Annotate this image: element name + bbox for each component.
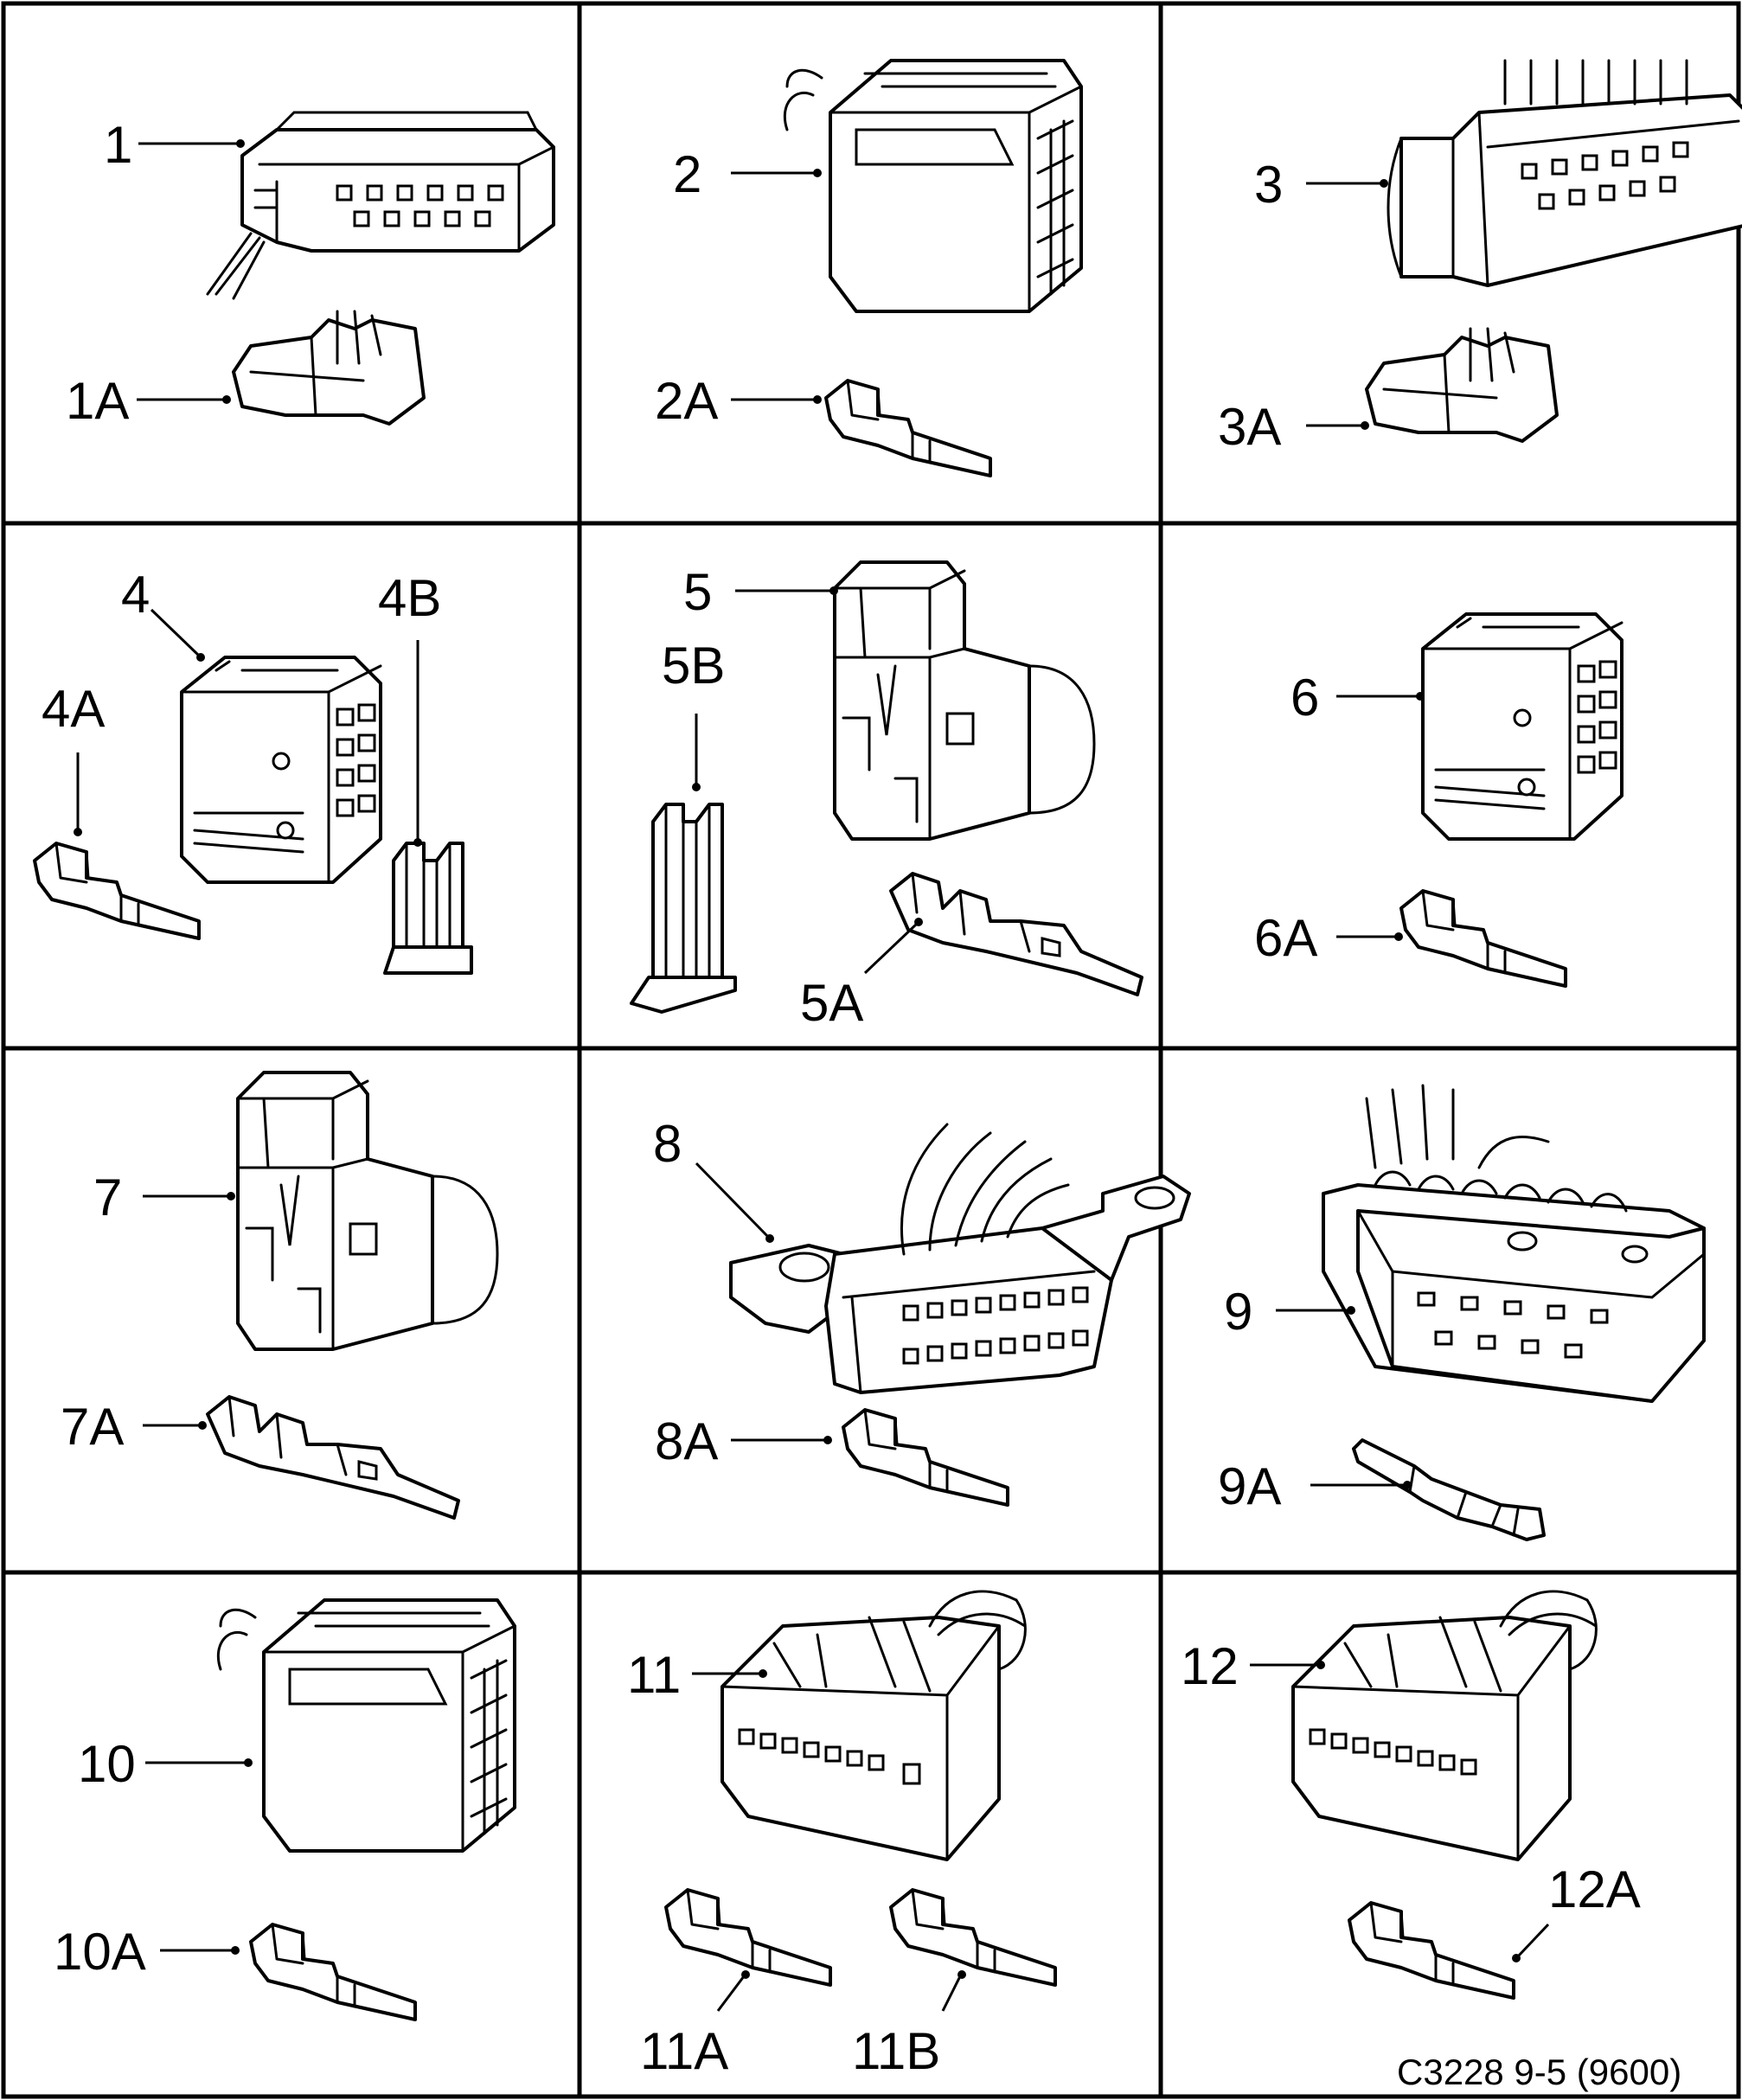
label-1a: 1A bbox=[66, 372, 129, 430]
panel-connector-3: 3 3A bbox=[1218, 59, 1742, 456]
connector-11-drawing bbox=[720, 1590, 1027, 1861]
panel-connector-1: 1 1A bbox=[66, 111, 555, 430]
connector-3-drawing bbox=[1387, 59, 1742, 287]
connector-2-drawing bbox=[783, 59, 1083, 313]
connector-10-drawing bbox=[216, 1598, 516, 1853]
label-11a: 11A bbox=[640, 2022, 728, 2080]
drawing-code: C3228 9-5 (9600) bbox=[1397, 2052, 1681, 2092]
terminal-10a-drawing bbox=[249, 1923, 417, 2021]
label-9a: 9A bbox=[1218, 1457, 1281, 1515]
label-12: 12 bbox=[1181, 1637, 1239, 1695]
label-3: 3 bbox=[1254, 156, 1283, 214]
panel-connector-9: 9 9A bbox=[1218, 1084, 1706, 1541]
terminal-4a-drawing bbox=[33, 842, 201, 940]
terminal-8a-drawing bbox=[842, 1408, 1009, 1507]
panel-connector-4: 4 4A 4B bbox=[33, 566, 473, 975]
label-2a: 2A bbox=[655, 372, 718, 430]
label-8: 8 bbox=[653, 1115, 682, 1173]
label-4: 4 bbox=[121, 566, 150, 624]
terminal-1a-drawing bbox=[232, 310, 426, 426]
label-7a: 7A bbox=[61, 1398, 124, 1456]
label-9: 9 bbox=[1224, 1283, 1252, 1341]
label-6a: 6A bbox=[1254, 909, 1317, 967]
label-4b: 4B bbox=[378, 569, 441, 627]
panel-connector-2: 2 2A bbox=[655, 59, 1083, 477]
connector-5-drawing bbox=[833, 560, 1096, 841]
key-5b-drawing bbox=[630, 803, 737, 1014]
terminal-5a-drawing bbox=[889, 872, 1143, 996]
label-5: 5 bbox=[683, 563, 712, 621]
label-3a: 3A bbox=[1218, 398, 1281, 456]
label-11: 11 bbox=[627, 1646, 681, 1704]
label-8a: 8A bbox=[655, 1412, 718, 1470]
connector-12-drawing bbox=[1291, 1590, 1598, 1861]
label-4a: 4A bbox=[42, 680, 105, 738]
label-10a: 10A bbox=[54, 1923, 146, 1981]
terminal-2a-drawing bbox=[824, 379, 992, 477]
connector-9-drawing bbox=[1322, 1084, 1706, 1403]
connector-6-drawing bbox=[1421, 612, 1624, 841]
label-5a: 5A bbox=[800, 974, 863, 1032]
connector-1-drawing bbox=[206, 111, 555, 300]
panel-connector-8: 8 8A bbox=[653, 1115, 1191, 1507]
label-7: 7 bbox=[93, 1168, 122, 1226]
terminal-12a-drawing bbox=[1348, 1901, 1515, 2000]
label-1: 1 bbox=[104, 116, 132, 174]
panel-connector-5: 5 5B 5A bbox=[630, 560, 1143, 1032]
connector-8-drawing bbox=[729, 1123, 1191, 1394]
panel-connector-7: 7 7A bbox=[61, 1071, 499, 1520]
key-4b-drawing bbox=[383, 842, 473, 975]
label-5b: 5B bbox=[662, 637, 725, 695]
panel-connector-6: 6 6A bbox=[1254, 612, 1624, 988]
terminal-11a-drawing bbox=[664, 1888, 832, 1987]
panel-connector-10: 10 10A bbox=[54, 1598, 516, 2021]
terminal-3a-drawing bbox=[1365, 327, 1559, 443]
connector-7-drawing bbox=[236, 1071, 499, 1351]
grid-lines bbox=[3, 3, 1739, 2097]
terminal-9a-drawing bbox=[1352, 1438, 1546, 1541]
label-2: 2 bbox=[673, 145, 701, 203]
label-6: 6 bbox=[1290, 669, 1319, 727]
panel-connector-11: 11 11A 11B bbox=[627, 1590, 1057, 2080]
terminal-6a-drawing bbox=[1399, 889, 1567, 988]
label-11b: 11B bbox=[852, 2022, 940, 2080]
terminal-11b-drawing bbox=[889, 1888, 1057, 1987]
connector-4-drawing bbox=[180, 656, 382, 884]
label-12a: 12A bbox=[1548, 1860, 1641, 1918]
terminal-7a-drawing bbox=[206, 1395, 460, 1520]
panel-connector-12: 12 12A bbox=[1181, 1590, 1641, 2000]
label-10: 10 bbox=[78, 1735, 136, 1793]
